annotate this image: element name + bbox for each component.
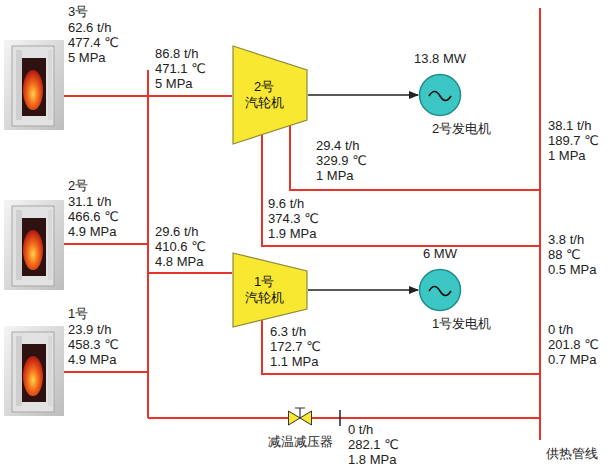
steam-pipe xyxy=(148,272,232,274)
boiler: 3号 xyxy=(4,40,64,130)
steam-pipe xyxy=(64,243,148,245)
steam-parameters: 23.9 t/h 458.3 ℃ 4.9 MPa xyxy=(68,322,119,367)
boiler-picture xyxy=(4,200,64,290)
shaft-connector xyxy=(308,289,418,291)
steam-parameters: 38.1 t/h 189.7 ℃ 1 MPa xyxy=(548,118,599,163)
steam-parameters: 31.1 t/h 466.6 ℃ 4.9 MPa xyxy=(68,194,119,239)
steam-pipe xyxy=(312,417,540,419)
turbine-name: 1号 汽轮机 xyxy=(238,274,290,306)
shaft-connector xyxy=(308,94,418,96)
turbine-name: 2号 汽轮机 xyxy=(238,79,290,111)
boiler-number: 3号 xyxy=(68,4,88,19)
steam-parameters: 29.4 t/h 329.9 ℃ 1 MPa xyxy=(316,138,367,183)
generator-name: 1号发电机 xyxy=(432,316,491,331)
steam-parameters: 3.8 t/h 88 ℃ 0.5 MPa xyxy=(548,232,596,277)
pipe-flange xyxy=(339,410,341,426)
boiler-number: 1号 xyxy=(68,306,88,321)
desuperheater-valve: 减温减压器 xyxy=(288,406,312,430)
generator: 6 MW1号发电机 xyxy=(418,268,462,312)
heating-pipeline xyxy=(539,8,541,440)
generator: 13.8 MW2号发电机 xyxy=(418,73,462,117)
steam-parameters: 0 t/h 282.1 ℃ 1.8 MPa xyxy=(348,422,399,467)
steam-parameters: 62.6 t/h 477.4 ℃ 5 MPa xyxy=(68,20,119,65)
pipeline-name: 供热管线 xyxy=(546,446,598,461)
boiler-picture xyxy=(4,326,64,416)
generator-power: 6 MW xyxy=(423,246,457,261)
extraction-pipe xyxy=(262,135,540,246)
boiler: 1号 xyxy=(4,326,64,416)
generator-power: 13.8 MW xyxy=(414,51,466,66)
generator-symbol xyxy=(418,268,462,312)
steam-pipe xyxy=(64,371,148,373)
extraction-pipe xyxy=(290,125,540,190)
generator-name: 2号发电机 xyxy=(432,121,491,136)
steam-pipe xyxy=(148,417,288,419)
steam-header xyxy=(147,70,149,418)
steam-parameters: 86.8 t/h 471.1 ℃ 5 MPa xyxy=(155,46,206,91)
valve-name: 减温减压器 xyxy=(268,434,333,449)
valve-symbol xyxy=(288,406,312,430)
steam-parameters: 0 t/h 201.8 ℃ 0.7 MPa xyxy=(548,322,599,367)
boiler-number: 2号 xyxy=(68,178,88,193)
boiler: 2号 xyxy=(4,200,64,290)
steam-turbine: 2号 汽轮机 xyxy=(232,45,308,145)
steam-parameters: 29.6 t/h 410.6 ℃ 4.8 MPa xyxy=(155,224,206,269)
steam-parameters: 6.3 t/h 172.7 ℃ 1.1 MPa xyxy=(270,324,321,369)
steam-parameters: 9.6 t/h 374.3 ℃ 1.9 MPa xyxy=(268,196,319,241)
generator-symbol xyxy=(418,73,462,117)
steam-turbine: 1号 汽轮机 xyxy=(232,252,308,328)
extraction-pipe xyxy=(262,320,540,374)
boiler-picture xyxy=(4,40,64,130)
